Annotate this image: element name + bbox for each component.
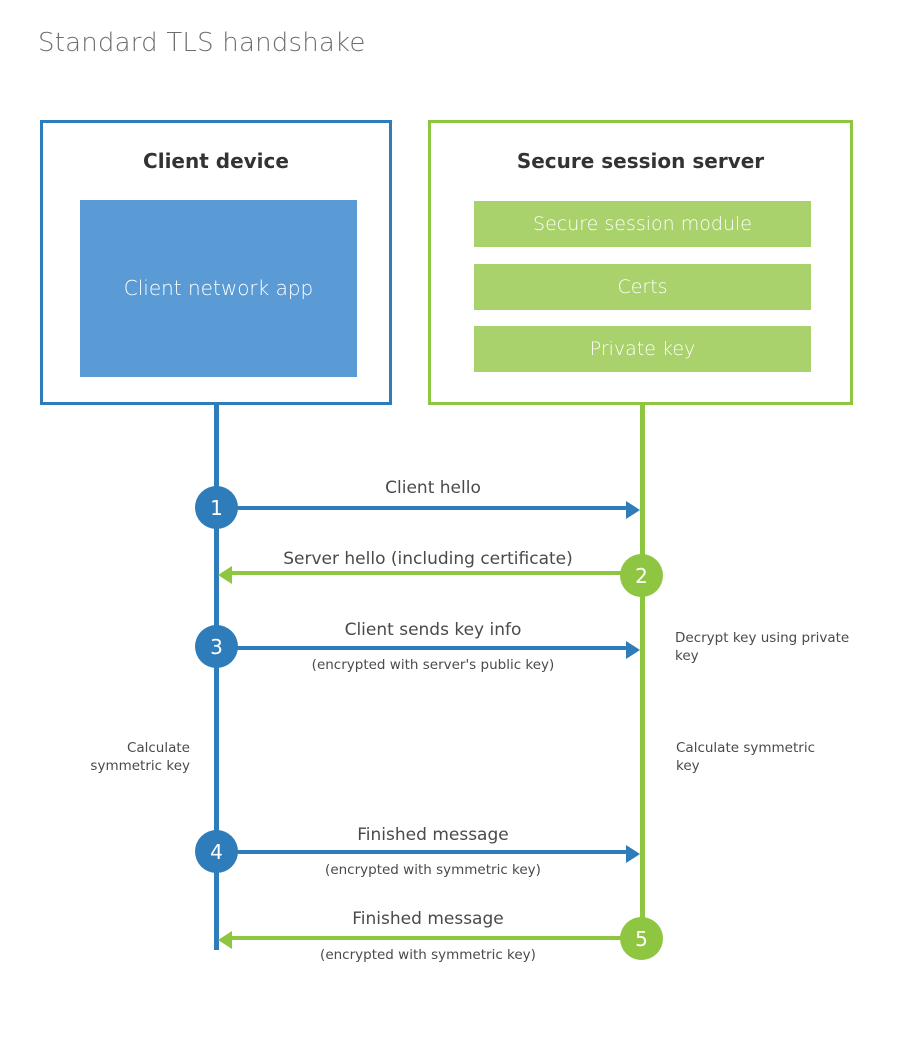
secure-session-server-box: Secure session server Secure session mod… bbox=[428, 120, 853, 405]
server-calculate-symmetric-key-note: Calculate symmetric key bbox=[676, 740, 815, 774]
step-5-arrow-head-icon bbox=[218, 931, 232, 949]
step-marker-5[interactable]: 5 bbox=[620, 917, 663, 960]
client-calculate-symmetric-key-note: Calculate symmetric key bbox=[90, 740, 190, 774]
step-marker-2[interactable]: 2 bbox=[620, 554, 663, 597]
step-marker-4[interactable]: 4 bbox=[195, 830, 238, 873]
decrypt-key-note: Decrypt key using private key bbox=[675, 630, 850, 664]
secure-session-server-title: Secure session server bbox=[516, 149, 765, 173]
client-device-title: Client device bbox=[143, 149, 289, 173]
step-5-label: Finished message bbox=[352, 909, 504, 929]
client-device-box: Client device Client network app bbox=[40, 120, 392, 405]
step-4-label: Finished message bbox=[357, 825, 509, 845]
step-3-arrow-head-icon bbox=[626, 641, 640, 659]
page-title: Standard TLS handshake bbox=[38, 28, 366, 58]
client-lifeline bbox=[214, 405, 219, 950]
step-4-arrow-line bbox=[218, 850, 626, 854]
client-network-app-box: Client network app bbox=[80, 200, 357, 377]
step-3-sublabel: (encrypted with server's public key) bbox=[311, 657, 555, 673]
step-2-label: Server hello (including certificate) bbox=[283, 549, 573, 569]
step-1-arrow-line bbox=[218, 506, 626, 510]
step-marker-3[interactable]: 3 bbox=[195, 625, 238, 668]
step-1-label: Client hello bbox=[385, 478, 481, 498]
step-marker-1[interactable]: 1 bbox=[195, 486, 238, 529]
step-5-sublabel: (encrypted with symmetric key) bbox=[320, 947, 536, 963]
step-2-arrow-head-icon bbox=[218, 566, 232, 584]
server-component-private-key: Private key bbox=[474, 326, 811, 372]
step-1-arrow-head-icon bbox=[626, 501, 640, 519]
step-5-arrow-line bbox=[232, 936, 622, 940]
step-2-arrow-line bbox=[232, 571, 622, 575]
step-3-arrow-line bbox=[218, 646, 626, 650]
step-4-sublabel: (encrypted with symmetric key) bbox=[325, 862, 541, 878]
server-component-secure-session-module: Secure session module bbox=[474, 201, 811, 247]
step-4-arrow-head-icon bbox=[626, 845, 640, 863]
step-3-label: Client sends key info bbox=[344, 620, 522, 640]
server-component-certs: Certs bbox=[474, 264, 811, 310]
server-lifeline bbox=[640, 405, 645, 940]
